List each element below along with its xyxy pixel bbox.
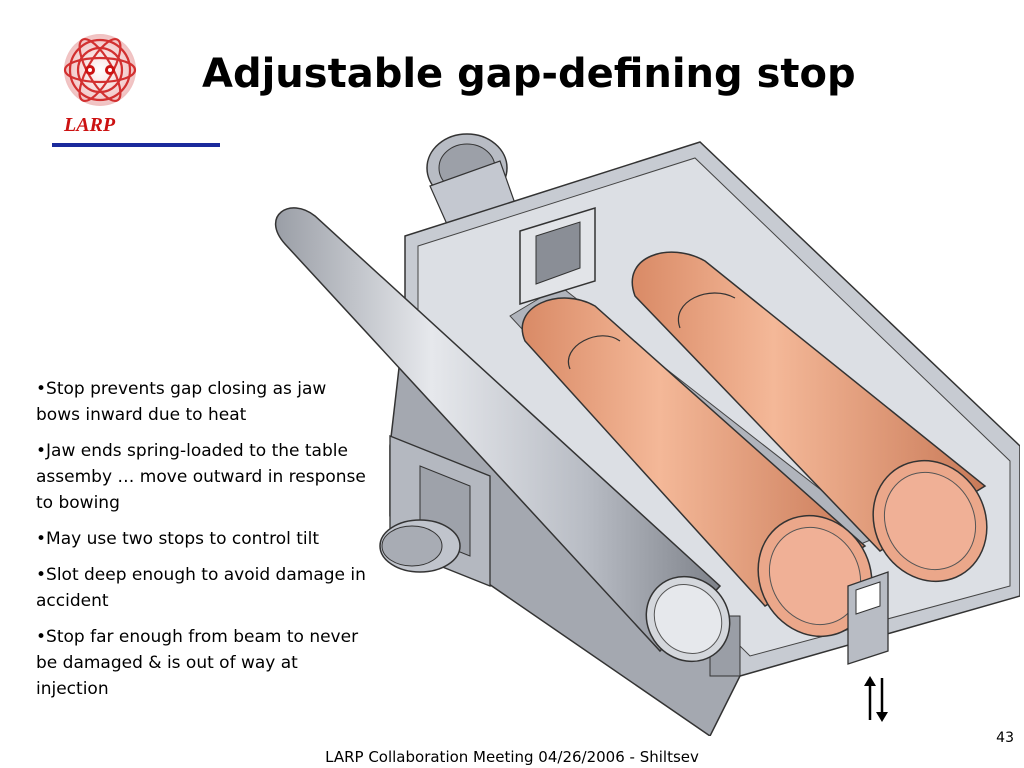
footer-text: LARP Collaboration Meeting 04/26/2006 - … — [325, 748, 699, 766]
slide-title: Adjustable gap-defining stop — [202, 51, 856, 97]
logo-text: LARP — [64, 114, 116, 136]
bullet-list: •Stop prevents gap closing as jaw bows i… — [36, 376, 372, 712]
larp-emblem-icon — [63, 34, 137, 106]
gap-stop-block — [847, 571, 889, 665]
page-number: 43 — [996, 730, 1014, 746]
bullet-item: •Slot deep enough to avoid damage in acc… — [36, 565, 366, 611]
logo-divider — [52, 143, 220, 147]
copper-jaw-right — [631, 251, 988, 583]
bullet-item: •Stop far enough from beam to never be d… — [36, 627, 359, 699]
support-bracket — [379, 435, 491, 587]
larp-logo: LARP — [52, 30, 220, 150]
bullet-item: •May use two stops to control tilt — [36, 529, 319, 549]
beam-pipe — [274, 207, 731, 663]
up-down-arrows-icon — [864, 676, 888, 722]
collimator-stop-illustration — [274, 133, 1020, 736]
bullet-item: •Jaw ends spring-loaded to the table ass… — [36, 441, 366, 513]
bullet-item: •Stop prevents gap closing as jaw bows i… — [36, 379, 327, 425]
copper-jaw-left — [521, 297, 873, 638]
